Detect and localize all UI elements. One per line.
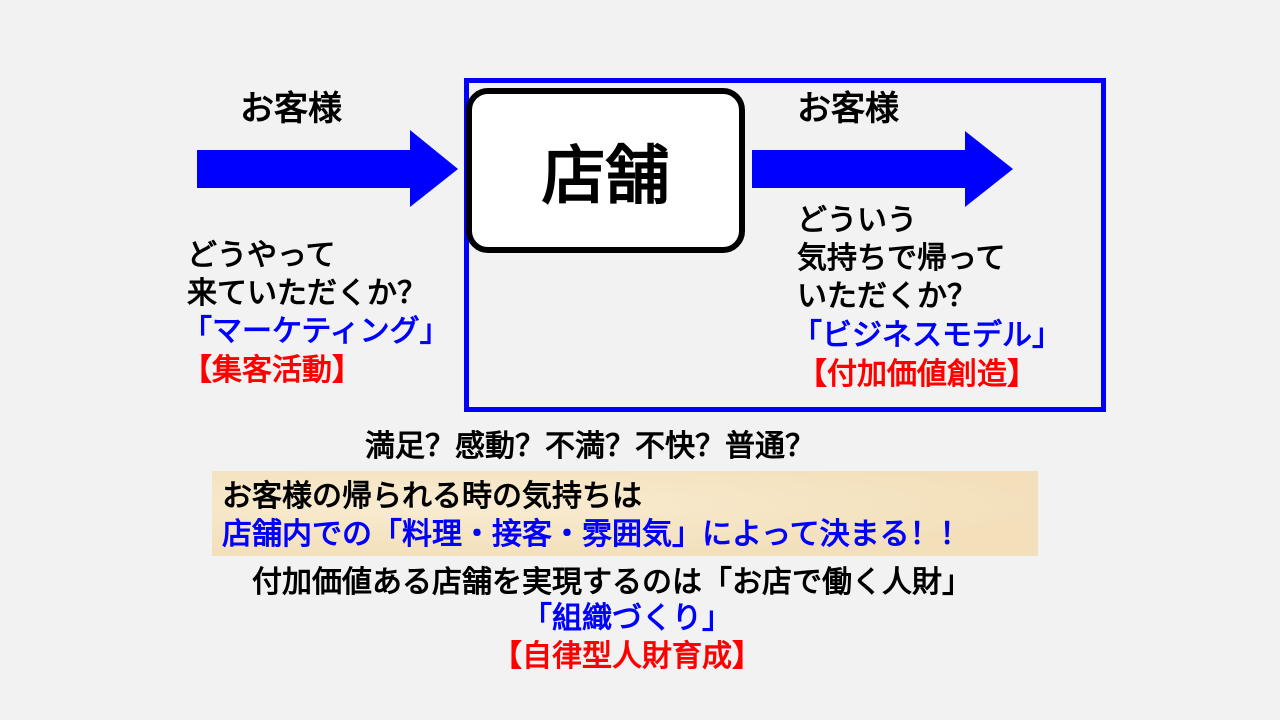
bottom-activity: 【自律型人財育成】 (492, 640, 762, 673)
left-concept: 「マーケティング」 (182, 315, 450, 348)
left-activity: 【集客活動】 (182, 354, 362, 387)
right-question-line-3: いただくか？ (797, 280, 977, 313)
right-question-line-2: 気持ちで帰って (797, 242, 1006, 275)
bottom-concept: 「組織づくり」 (522, 602, 732, 635)
right-activity: 【付加価値創造】 (797, 358, 1037, 391)
right-question-line-1: どういう (797, 204, 917, 237)
store-scope-frame (464, 78, 1106, 412)
feelings-question: 満足？感動？不満？不快？普通？ (365, 430, 815, 463)
left-arrow-icon (197, 130, 458, 207)
left-customer-label: お客様 (240, 90, 342, 128)
store-box: 店舗 (466, 88, 745, 253)
realize-statement: 付加価値ある店舗を実現するのは「お店で働く人財」 (252, 566, 972, 599)
right-arrow-icon (752, 131, 1013, 207)
left-question-line-2: 来ていただくか？ (187, 277, 427, 310)
store-label: 店舗 (541, 139, 670, 212)
left-question-line-1: どうやって (187, 239, 336, 272)
highlight-band (212, 471, 1038, 556)
right-customer-label: お客様 (797, 90, 899, 128)
band-line-2: 店舗内での「料理・接客・雰囲気」によって決まる！！ (222, 518, 970, 551)
band-line-1: お客様の帰られる時の気持ちは (222, 480, 642, 513)
right-concept: 「ビジネスモデル」 (792, 319, 1062, 352)
